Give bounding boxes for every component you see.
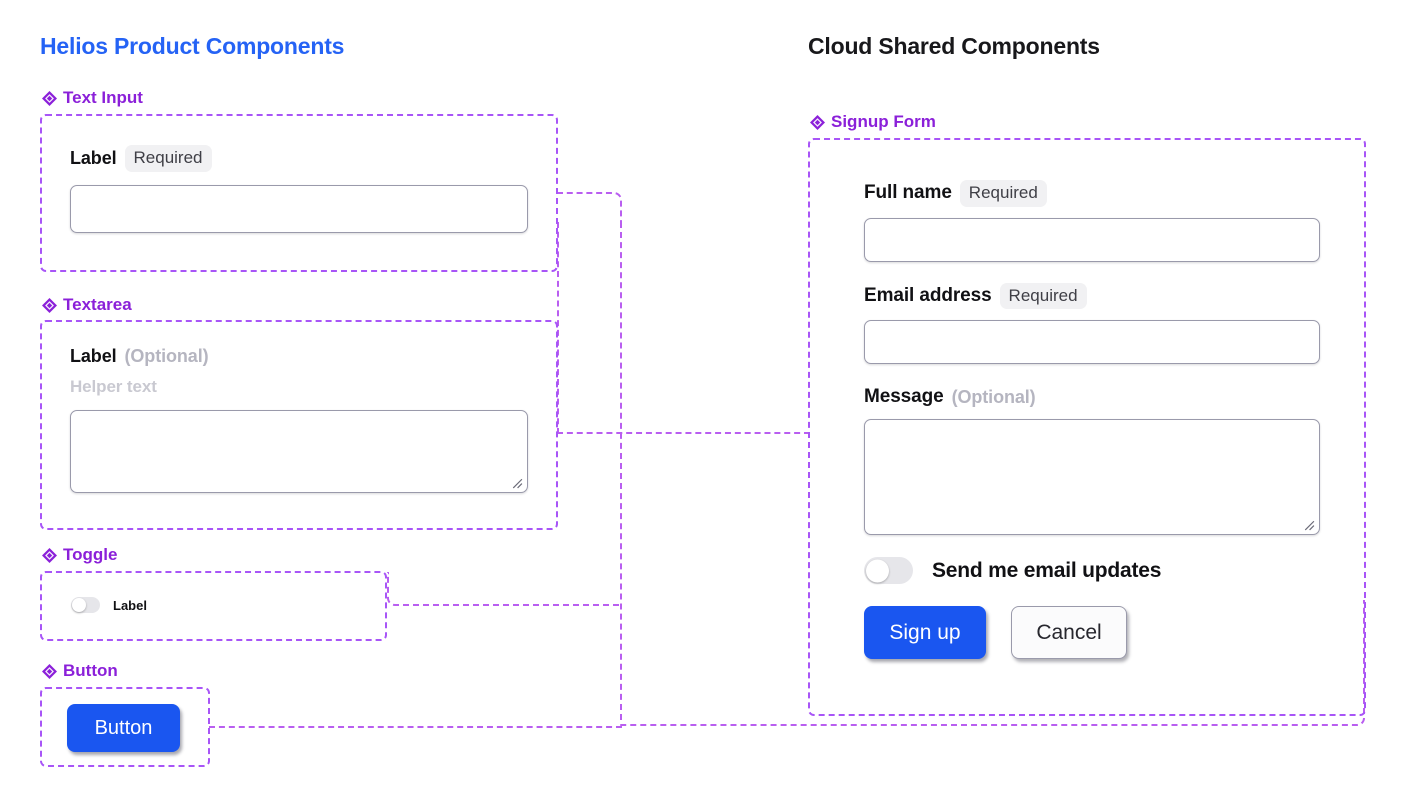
page-title-helios: Helios Product Components: [40, 33, 345, 59]
textarea-field[interactable]: [71, 411, 527, 492]
email-updates-label: Send me email updates: [932, 558, 1162, 582]
required-badge: Required: [999, 282, 1087, 310]
section-heading-signup-form: Signup Form: [810, 112, 936, 132]
component-frame-textarea: Label (Optional) Helper text: [40, 320, 558, 530]
section-heading-textarea: Textarea: [42, 295, 132, 315]
email-address-label: Email address: [864, 284, 992, 306]
full-name-input[interactable]: [864, 217, 1320, 262]
email-updates-toggle[interactable]: [864, 557, 913, 585]
full-name-label-row: Full name Required: [864, 180, 1364, 207]
required-badge: Required: [959, 180, 1047, 207]
connector-trunk-vertical: [620, 222, 622, 720]
textarea-field-wrapper[interactable]: [70, 410, 528, 493]
message-label-row: Message (Optional): [864, 386, 1364, 408]
component-frame-toggle: Label: [40, 571, 387, 641]
email-address-input[interactable]: [864, 320, 1320, 365]
section-heading-label: Signup Form: [831, 112, 936, 131]
page-title-cloud-shared: Cloud Shared Components: [808, 33, 1100, 59]
section-heading-button: Button: [42, 661, 118, 681]
connector-text-input-down: [557, 222, 559, 434]
toggle-knob: [866, 559, 889, 583]
text-input-label-row: Label Required: [70, 145, 556, 172]
toggle-knob: [72, 598, 86, 612]
cancel-button[interactable]: Cancel: [1011, 606, 1127, 660]
diamond-icon: [810, 114, 825, 130]
connector-toggle-segment: [387, 572, 622, 606]
textarea-label: Label: [70, 346, 117, 366]
textarea-label-row: Label (Optional): [70, 346, 556, 367]
email-updates-toggle-row[interactable]: Send me email updates: [864, 557, 1364, 585]
text-input-field[interactable]: [70, 184, 528, 233]
diamond-icon: [42, 547, 57, 563]
toggle-switch[interactable]: [71, 597, 100, 613]
diamond-icon: [42, 297, 57, 313]
section-heading-label: Text Input: [63, 88, 143, 107]
full-name-label: Full name: [864, 182, 952, 204]
connector-text-input-segment: [557, 192, 622, 224]
demo-button[interactable]: Button: [67, 704, 180, 752]
optional-tag: (Optional): [124, 346, 209, 366]
email-address-label-row: Email address Required: [864, 282, 1364, 310]
connector-textarea-to-signup: [557, 432, 810, 434]
optional-tag: (Optional): [951, 386, 1036, 407]
section-heading-text-input: Text Input: [42, 88, 143, 108]
message-label: Message: [864, 386, 944, 408]
message-textarea[interactable]: [865, 420, 1319, 535]
component-frame-button: Button: [40, 687, 210, 767]
component-frame-text-input: Label Required: [40, 114, 558, 272]
toggle-row[interactable]: Label: [71, 597, 385, 613]
required-badge: Required: [124, 145, 212, 172]
text-input-label: Label: [70, 147, 117, 168]
message-textarea-wrapper[interactable]: [864, 419, 1320, 536]
sign-up-button[interactable]: Sign up: [864, 606, 986, 660]
section-heading-label: Textarea: [63, 295, 132, 314]
section-heading-label: Button: [63, 661, 118, 680]
diamond-icon: [42, 90, 57, 106]
form-actions: Sign up Cancel: [864, 606, 1364, 660]
diamond-icon: [42, 663, 57, 679]
section-heading-toggle: Toggle: [42, 545, 117, 565]
textarea-helper-text: Helper text: [70, 377, 157, 396]
section-heading-label: Toggle: [63, 545, 118, 564]
toggle-label: Label: [113, 597, 147, 613]
connector-button-bottom: [209, 726, 622, 728]
component-frame-signup-form: Full name Required Email address Require…: [808, 138, 1366, 716]
